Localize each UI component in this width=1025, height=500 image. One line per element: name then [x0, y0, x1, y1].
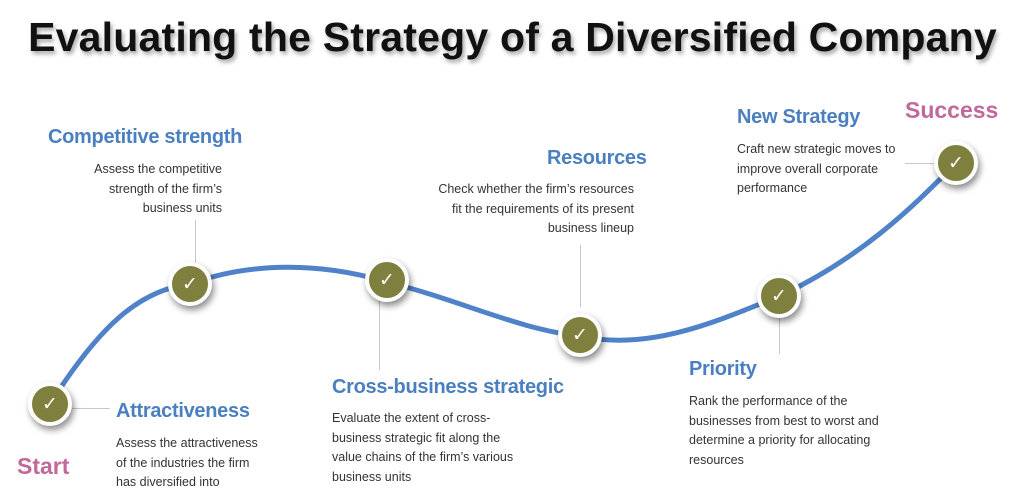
description-line: fit the requirements of its present: [451, 201, 634, 216]
step-description-cross-business-strategic: Evaluate the extent of cross- business s…: [332, 409, 513, 487]
description-line: value chains of the firm’s various: [332, 450, 514, 464]
description-line: of the industries the firm: [116, 455, 250, 470]
step-description-attractiveness: Assess the attractiveness of the industr…: [116, 434, 258, 493]
check-icon: ✓: [42, 392, 58, 415]
connector-line: [72, 408, 110, 409]
description-line: Check whether the firm’s resources: [438, 182, 634, 196]
check-icon: ✓: [182, 272, 198, 295]
step-description-priority: Rank the performance of the businesses f…: [689, 392, 879, 470]
description-line: Rank the performance of the: [689, 394, 848, 408]
description-line: Craft new strategic moves to: [737, 142, 896, 156]
step-heading-competitive-strength: Competitive strength: [48, 126, 243, 148]
success-label: Success: [905, 97, 999, 123]
step-description-resources: Check whether the firm’s resources fit t…: [400, 180, 634, 239]
description-line: improve overall corporate: [737, 161, 879, 176]
page-title: Evaluating the Strategy of a Diversified…: [28, 14, 997, 60]
step-heading-new-strategy: New Strategy: [737, 106, 861, 128]
description-line: has diversified into: [116, 475, 220, 489]
check-icon: ✓: [572, 323, 588, 346]
step-heading-resources: Resources: [547, 147, 647, 169]
step-heading-attractiveness: Attractiveness: [116, 400, 250, 422]
start-label: Start: [17, 453, 70, 479]
description-line: resources: [689, 452, 744, 467]
description-line: business units: [142, 201, 222, 215]
check-icon: ✓: [379, 268, 395, 291]
milestone-node: ✓: [365, 258, 409, 302]
milestone-node: ✓: [28, 382, 72, 426]
description-line: businesses from best to worst and: [689, 413, 879, 428]
milestone-node: ✓: [757, 274, 801, 318]
milestone-node: ✓: [168, 262, 212, 306]
check-icon: ✓: [771, 284, 787, 307]
description-line: business lineup: [547, 221, 634, 235]
connector-line: [779, 316, 780, 354]
description-line: Assess the attractiveness: [116, 436, 258, 450]
connector-line: [905, 163, 937, 164]
description-line: business strategic fit along the: [332, 430, 501, 445]
connector-line: [379, 300, 380, 370]
check-icon: ✓: [948, 151, 964, 174]
connector-line: [195, 220, 196, 268]
description-line: determine a priority for allocating: [689, 433, 871, 447]
step-description-competitive-strength: Assess the competitive strength of the f…: [40, 160, 222, 219]
description-line: business units: [332, 469, 412, 484]
description-line: Evaluate the extent of cross-: [332, 411, 491, 425]
step-heading-cross-business-strategic: Cross-business strategic: [332, 376, 564, 398]
connector-line: [580, 245, 581, 307]
description-line: Assess the competitive: [94, 162, 222, 176]
step-heading-priority: Priority: [689, 358, 757, 380]
description-line: strength of the firm’s: [108, 181, 222, 196]
milestone-node: ✓: [558, 313, 602, 357]
step-description-new-strategy: Craft new strategic moves to improve ove…: [737, 140, 895, 199]
milestone-node: ✓: [934, 141, 978, 185]
description-line: performance: [737, 181, 808, 195]
